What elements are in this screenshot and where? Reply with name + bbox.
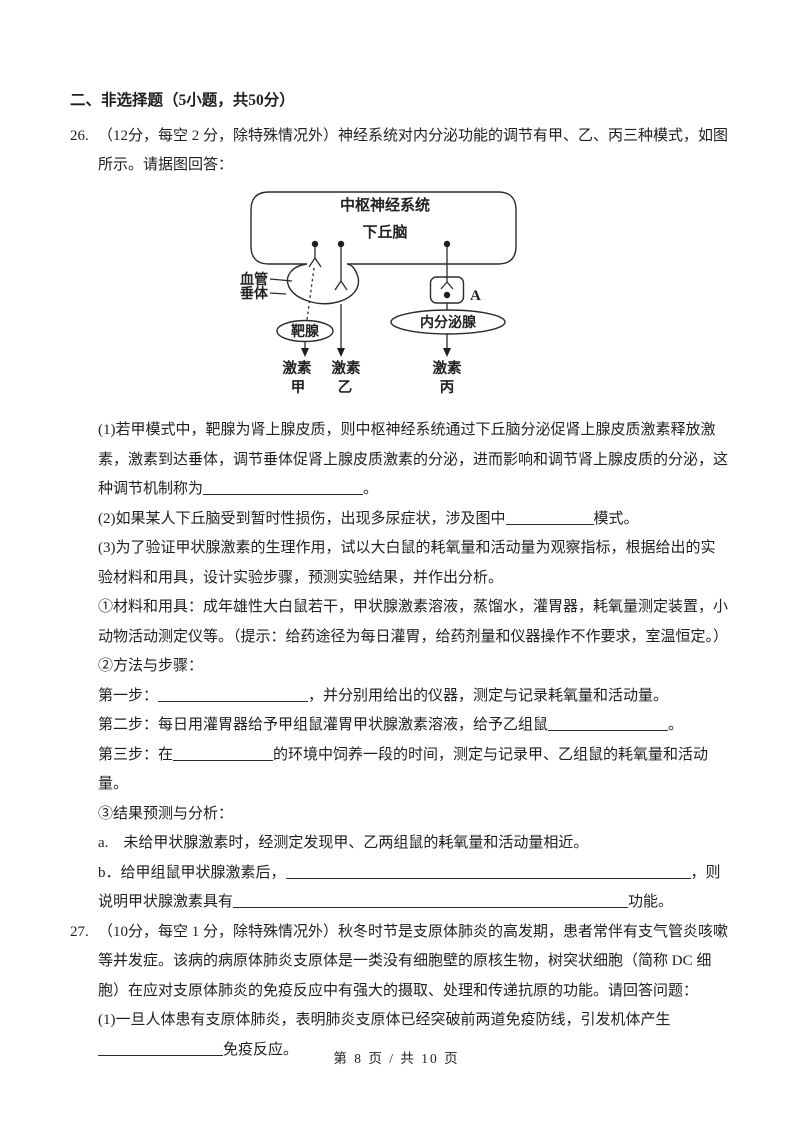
answer-blank-step2[interactable] [548, 716, 669, 731]
q26-part3: (3)为了验证甲状腺激素的生理作用，试以大白鼠的耗氧量和活动量为观察指标，根据给… [98, 540, 716, 586]
answer-blank-q26-1[interactable] [203, 480, 364, 495]
question-26-intro: （12分，每空 2 分，除特殊情况外）神经系统对内分泌功能的调节有甲、乙、丙三种… [98, 127, 729, 174]
q26-part1-text: (1)若甲模式中，靶腺为肾上腺皮质，则中枢神经系统通过下丘脑分泌促肾上腺皮质激素… [98, 422, 729, 497]
section-header: 二、非选择题（5小题，共50分） [70, 92, 295, 109]
target-gland-label: 靶腺 [291, 323, 320, 340]
question-26: 26. （12分，每空 2 分，除特殊情况外）神经系统对内分泌功能的调节有甲、乙… [70, 122, 730, 918]
q26-result-b-mid: ，则说明甲状腺激素具有 [98, 864, 721, 911]
cns-label: 中枢神经系统 [340, 196, 430, 214]
q26-step1-tail: ，并分别用给出的仪器，测定与记录耗氧量和活动量。 [308, 687, 669, 704]
answer-blank-q26-2[interactable] [505, 510, 594, 525]
hormone-yi-label: 激素 [332, 359, 361, 377]
synapse-neuron-dot [443, 291, 451, 298]
answer-blank-result-b1[interactable] [285, 864, 691, 879]
q26-results-title: ③结果预测与分析： [98, 805, 234, 822]
synapse-fork [440, 276, 454, 289]
answer-blank-step1[interactable] [158, 687, 309, 702]
question-26-number: 26. [70, 127, 89, 144]
q26-step2-text: 第二步：每日用灌胃器给予甲组鼠灌胃甲状腺激素溶液，给予乙组鼠 [98, 717, 549, 733]
q26-step1: 第一步： ，并分别用给出的仪器，测定与记录耗氧量和活动量。 [98, 682, 730, 712]
question-27: 27. （10分，每空 1 分，除特殊情况外）秋冬时节是支原体肺炎的高发期，患者… [70, 918, 730, 1066]
q26-diagram: 中枢神经系统 下丘脑 血管 垂体 [233, 185, 535, 412]
arrow-down-icon [301, 347, 309, 357]
q26-materials: ①材料和用具：成年雄性大白鼠若干，甲状腺激素溶液，蒸馏水，灌胃器，耗氧量测定装置… [98, 599, 729, 645]
neuron-dot-middle [337, 240, 345, 247]
pituitary-label: 垂体 [240, 285, 269, 302]
q26-part2-text: (2)如果某人下丘脑受到暂时性损伤，出现多尿症状，涉及图中 [98, 510, 506, 527]
answer-blank-q27-1[interactable] [98, 1041, 223, 1056]
page-content: 二、非选择题（5小题，共50分） 26. （12分，每空 2 分，除特殊情况外）… [70, 86, 730, 1065]
q26-part1: (1)若甲模式中，靶腺为肾上腺皮质，则中枢神经系统通过下丘脑分泌促肾上腺皮质激素… [98, 416, 730, 505]
q26-step2-tail: 。 [668, 717, 684, 733]
axon-left-with-fork [308, 246, 322, 267]
q26-result-b-text: b．给甲组鼠甲状腺激素后， [98, 864, 286, 881]
hormone-jia-label: 激素 [283, 359, 312, 377]
q26-part1-tail: 。 [363, 481, 379, 497]
hypothalamus-label: 下丘脑 [362, 223, 407, 241]
q26-result-b: b．给甲组鼠甲状腺激素后，，则说明甲状腺激素具有功能。 [98, 859, 730, 918]
q26-step3-text: 第三步：在 [98, 746, 174, 763]
hormone-bing-label-2: 丙 [440, 379, 455, 396]
q27-part1-tail: 免疫反应。 [223, 1041, 299, 1058]
q26-result-b-tail: 功能。 [628, 894, 674, 910]
question-27-number: 27. [70, 923, 89, 940]
arrow-down-icon [443, 347, 451, 357]
axon-middle-with-fork [334, 246, 348, 290]
neuroendocrine-diagram: 中枢神经系统 下丘脑 血管 垂体 [240, 190, 517, 396]
q26-result-a: a. 未给甲状腺激素时，经测定发现甲、乙两组鼠的耗氧量和活动量相近。 [98, 835, 589, 851]
target-gland-ellipse [276, 319, 334, 342]
pituitary-leader-line [269, 291, 287, 295]
pituitary-body [286, 262, 360, 304]
question-27-intro: （10分，每空 1 分，除特殊情况外）秋冬时节是支原体肺炎的高发期，患者常伴有支… [98, 923, 729, 999]
page-footer: 第 8 页 / 共 10 页 [333, 1051, 460, 1066]
q26-part2: (2)如果某人下丘脑受到暂时性损伤，出现多尿症状，涉及图中 模式。 [98, 505, 730, 535]
endocrine-gland-label: 内分泌腺 [420, 314, 477, 331]
answer-blank-result-b2[interactable] [233, 893, 629, 908]
hormone-jia-label-2: 甲 [291, 379, 306, 396]
blood-vessel-leader-line [269, 277, 293, 282]
answer-blank-step3[interactable] [173, 746, 274, 761]
neuron-dot-right [443, 240, 451, 247]
q26-methods-title: ②方法与步骤： [98, 658, 204, 674]
arrow-down-icon [337, 347, 345, 357]
q26-step3-tail: 的环境中饲养一段的时间，测定与记录甲、乙组鼠的耗氧量和活动量。 [98, 746, 709, 793]
q26-step1-label: 第一步： [98, 687, 159, 704]
hormone-bing-label: 激素 [433, 359, 462, 377]
q27-part1-text: (1)一旦人体患有支原体肺炎，表明肺炎支原体已经突破前两道免疫防线，引发机体产生 [98, 1012, 671, 1028]
synapse-a-label: A [470, 288, 481, 304]
endocrine-gland-ellipse [390, 308, 506, 335]
q26-step3: 第三步：在的环境中饲养一段的时间，测定与记录甲、乙组鼠的耗氧量和活动量。 [98, 741, 730, 800]
hormone-yi-label-2: 乙 [338, 380, 353, 396]
neuron-dot-left [311, 240, 319, 247]
q26-part2-tail: 模式。 [593, 510, 639, 527]
blood-vessel-label: 血管 [240, 271, 268, 288]
q27-part1: (1)一旦人体患有支原体肺炎，表明肺炎支原体已经突破前两道免疫防线，引发机体产生… [98, 1006, 730, 1065]
q26-step2: 第二步：每日用灌胃器给予甲组鼠灌胃甲状腺激素溶液，给予乙组鼠 。 [98, 711, 730, 741]
